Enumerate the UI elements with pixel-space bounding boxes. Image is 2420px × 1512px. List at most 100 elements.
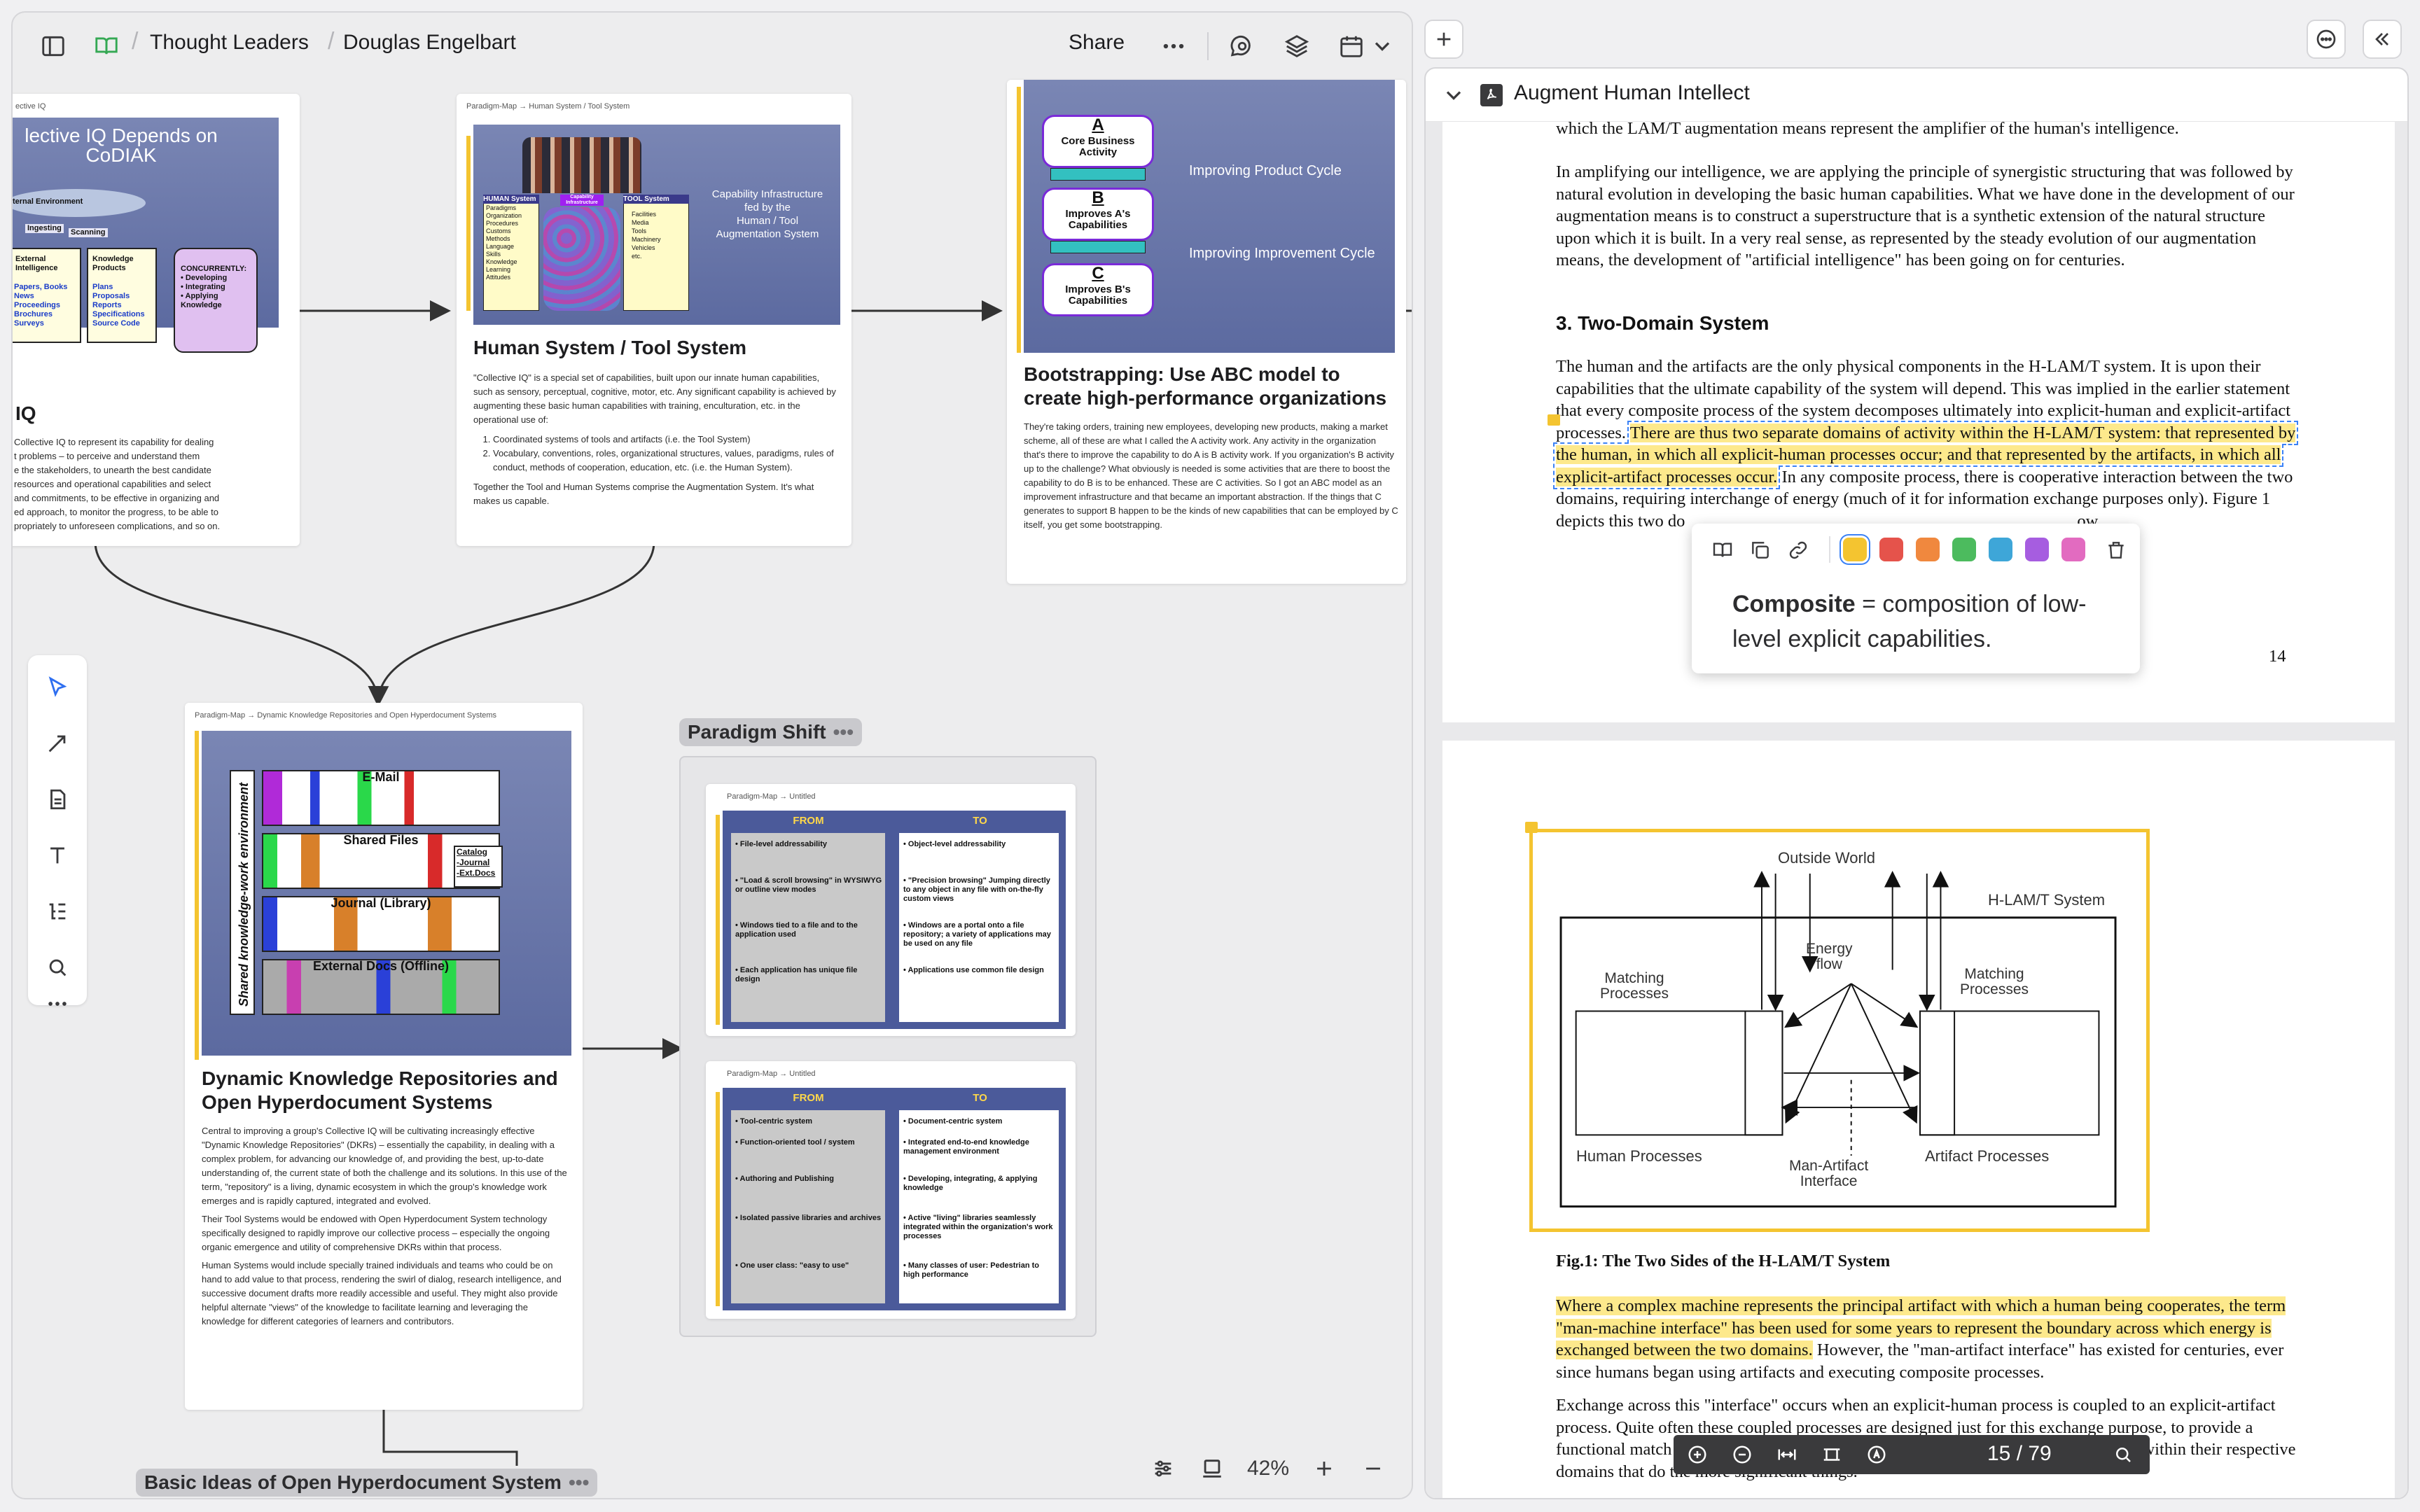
card-collective-iq[interactable]: ective IQ lective IQ Depends on CoDIAK t… <box>13 94 300 546</box>
breadcrumb-page[interactable]: Douglas Engelbart <box>343 31 516 54</box>
trash-icon[interactable] <box>2105 539 2127 561</box>
card-bootstrapping[interactable]: A Core Business Activity B Improves A's … <box>1007 80 1406 584</box>
zoom-out-icon[interactable] <box>1349 1449 1398 1488</box>
document-title[interactable]: Augment Human Intellect <box>1514 81 1750 104</box>
color-swatch[interactable] <box>1879 538 1903 561</box>
more-icon[interactable] <box>42 997 73 1011</box>
group-label-basic-ideas[interactable]: Basic Ideas of Open Hyperdocument System… <box>136 1469 598 1497</box>
pdf-scroll-area[interactable]: which the LAM/T augmentation means repre… <box>1426 119 2407 1498</box>
color-swatch[interactable] <box>2061 538 2085 561</box>
list-item: • One user class: "easy to use" <box>735 1261 849 1270</box>
book-icon[interactable] <box>1711 539 1734 561</box>
color-swatch[interactable] <box>1952 538 1976 561</box>
list-item: • Applications use common file design <box>903 966 1044 974</box>
card-human-tool-system[interactable]: Paradigm-Map → Human System / Tool Syste… <box>457 94 851 546</box>
annotate-icon[interactable] <box>1864 1442 1889 1467</box>
chat-more-button[interactable] <box>2307 20 2346 59</box>
mindmap-tool-icon[interactable] <box>42 896 73 927</box>
list-item: • "Load & scroll browsing" in WYSIWYG or… <box>735 876 882 894</box>
figure-highlight-frame[interactable]: Outside World H-LAM/T System Energy flow… <box>1529 829 2150 1232</box>
figure-label: Man-Artifact Interface <box>1789 1158 1869 1189</box>
slide-label: External Docs (Offline) <box>312 959 450 973</box>
more-icon[interactable]: ••• <box>833 721 854 743</box>
group-paradigm-shift[interactable]: Paradigm-Map → Untitled FROM TO • File-l… <box>679 756 1097 1337</box>
comments-icon[interactable] <box>1223 27 1262 66</box>
list-item: • Tool-centric system <box>735 1117 813 1126</box>
presentation-icon[interactable] <box>1188 1449 1237 1488</box>
chat-more-icon <box>2316 29 2336 49</box>
top-bar: / Thought Leaders / Douglas Engelbart Sh… <box>13 13 1412 80</box>
book-icon[interactable] <box>87 27 126 66</box>
slide-label: C <box>1092 264 1104 283</box>
annotation-definition: = composition of low-level explicit capa… <box>1732 591 2087 652</box>
pdf-toolbar: 15 / 79 <box>1674 1435 2150 1474</box>
link-icon[interactable] <box>1787 539 1809 561</box>
card-paradigm-shift-2[interactable]: Paradigm-Map → Untitled FROM TO • Tool-c… <box>706 1061 1076 1319</box>
fit-width-icon[interactable] <box>1774 1442 1800 1467</box>
settings-sliders-icon[interactable] <box>1139 1449 1188 1488</box>
card-paragraph: "Collective IQ" is a special set of capa… <box>473 372 836 425</box>
slide-label: Core Business Activity <box>1061 135 1135 158</box>
comment-marker-icon[interactable] <box>1548 414 1560 426</box>
card-accent <box>1017 87 1021 353</box>
page-indicator[interactable]: 15 / 79 <box>1987 1442 2052 1465</box>
card-dynamic-knowledge-repositories[interactable]: Paradigm-Map → Dynamic Knowledge Reposit… <box>185 703 583 1410</box>
slide-image: HUMAN System Paradigms Organization Proc… <box>473 125 840 325</box>
group-label-paradigm-shift[interactable]: Paradigm Shift••• <box>679 718 863 746</box>
collapse-panel-button[interactable] <box>2363 20 2402 59</box>
slide-ellipse <box>13 189 146 217</box>
more-icon[interactable] <box>1154 27 1193 66</box>
card-paradigm-shift-1[interactable]: Paradigm-Map → Untitled FROM TO • File-l… <box>706 784 1076 1036</box>
slide-caption: Capability Infrastructure fed by the Hum… <box>711 188 823 240</box>
zoom-out-icon[interactable] <box>1730 1442 1755 1467</box>
chevron-down-icon[interactable] <box>1441 83 1466 108</box>
chevron-down-icon[interactable] <box>1370 27 1395 66</box>
card-title: Human System / Tool System <box>473 337 747 358</box>
page-number: 14 <box>2269 647 2286 666</box>
color-swatch[interactable] <box>1916 538 1940 561</box>
annotation-note[interactable]: Composite = composition of low-level exp… <box>1732 587 2125 657</box>
connector-tool-icon[interactable] <box>42 728 73 759</box>
slide-caption: Improving Improvement Cycle <box>1189 246 1375 261</box>
share-button[interactable]: Share <box>1069 31 1125 54</box>
note-tool-icon[interactable] <box>42 784 73 815</box>
search-icon[interactable] <box>42 952 73 983</box>
slide-label: Knowledge Products <box>92 255 134 272</box>
color-swatch[interactable] <box>1843 538 1867 561</box>
layers-icon[interactable] <box>1277 27 1316 66</box>
select-tool-icon[interactable] <box>42 672 73 703</box>
zoom-in-icon[interactable] <box>1300 1449 1349 1488</box>
list-item: • File-level addressability <box>735 840 828 848</box>
slide-label: Shared knowledge-work environment <box>237 782 251 1007</box>
pdf-heading: 3. Two-Domain System <box>1556 312 1769 334</box>
fit-page-icon[interactable] <box>1819 1442 1844 1467</box>
zoom-in-icon[interactable] <box>1685 1442 1710 1467</box>
zoom-level[interactable]: 42% <box>1246 1457 1290 1480</box>
sidebar-toggle-icon[interactable] <box>34 27 73 66</box>
card-body: They're taking orders, training new empl… <box>1024 421 1398 530</box>
whiteboard-canvas[interactable]: ective IQ lective IQ Depends on CoDIAK t… <box>13 80 1412 1498</box>
breadcrumb-workspace[interactable]: Thought Leaders <box>150 31 309 54</box>
slide-label: ternal Environment <box>13 197 83 206</box>
double-chevron-left-icon <box>2375 33 2388 46</box>
list-item: • Each application has unique file desig… <box>735 966 858 983</box>
more-icon[interactable]: ••• <box>568 1471 590 1493</box>
list-item: • Function-oriented tool / system <box>735 1138 855 1147</box>
color-swatch[interactable] <box>1989 538 2012 561</box>
search-icon[interactable] <box>2110 1442 2136 1467</box>
group-label-text: Basic Ideas of Open Hyperdocument System <box>144 1471 562 1493</box>
canvas-pane: / Thought Leaders / Douglas Engelbart Sh… <box>11 11 1413 1499</box>
from-column <box>731 833 885 1022</box>
pdf-text: In any composite process, there is coope… <box>1556 467 2293 531</box>
pdf-text: However, the "man-artifact interface" ha… <box>1556 1340 2284 1382</box>
card-accent <box>195 731 199 1060</box>
card-title: Bootstrapping: Use ABC model to create h… <box>1024 363 1387 409</box>
slide-label: B <box>1092 188 1104 207</box>
calendar-icon[interactable] <box>1332 27 1371 66</box>
slide-label: Improves A's Capabilities <box>1065 208 1131 231</box>
color-swatch[interactable] <box>2025 538 2049 561</box>
copy-icon[interactable] <box>1749 539 1772 561</box>
card-paragraph: Human Systems would include specially tr… <box>202 1260 562 1326</box>
add-tab-button[interactable] <box>1424 20 1463 59</box>
text-tool-icon[interactable] <box>42 840 73 871</box>
